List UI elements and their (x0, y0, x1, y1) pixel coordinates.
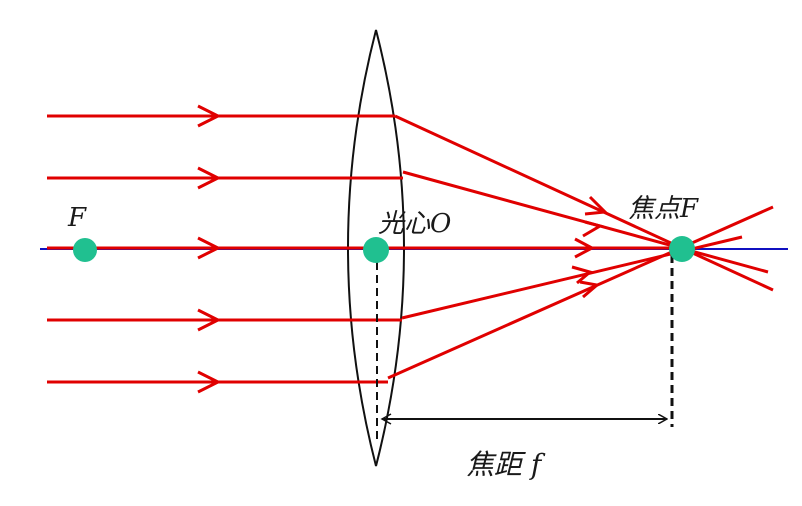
left-focus-point (73, 238, 97, 262)
refracted-ray (394, 114, 774, 292)
arrow-head (582, 220, 604, 238)
focal-point (669, 236, 695, 262)
focal-length-arrow-left (380, 413, 392, 425)
arrow-head (579, 280, 601, 299)
arrow-head (197, 370, 222, 394)
convex-lens (347, 29, 405, 467)
incident-rays (47, 104, 672, 394)
optical-center-point (363, 237, 389, 263)
arrow-head (197, 236, 222, 260)
arrow-head (197, 166, 222, 190)
arrow-head (574, 237, 596, 259)
focal-length-label: 焦距 f (466, 448, 546, 481)
left-focus-label: F (67, 203, 87, 233)
arrow-head (197, 104, 222, 128)
refracted-ray (387, 205, 774, 380)
arrow-head (571, 265, 594, 285)
focal-point-label: 焦点F (628, 194, 699, 224)
arrow-head (584, 195, 609, 216)
optical-center-label: 光心O (378, 209, 451, 239)
arrow-head (197, 308, 222, 332)
